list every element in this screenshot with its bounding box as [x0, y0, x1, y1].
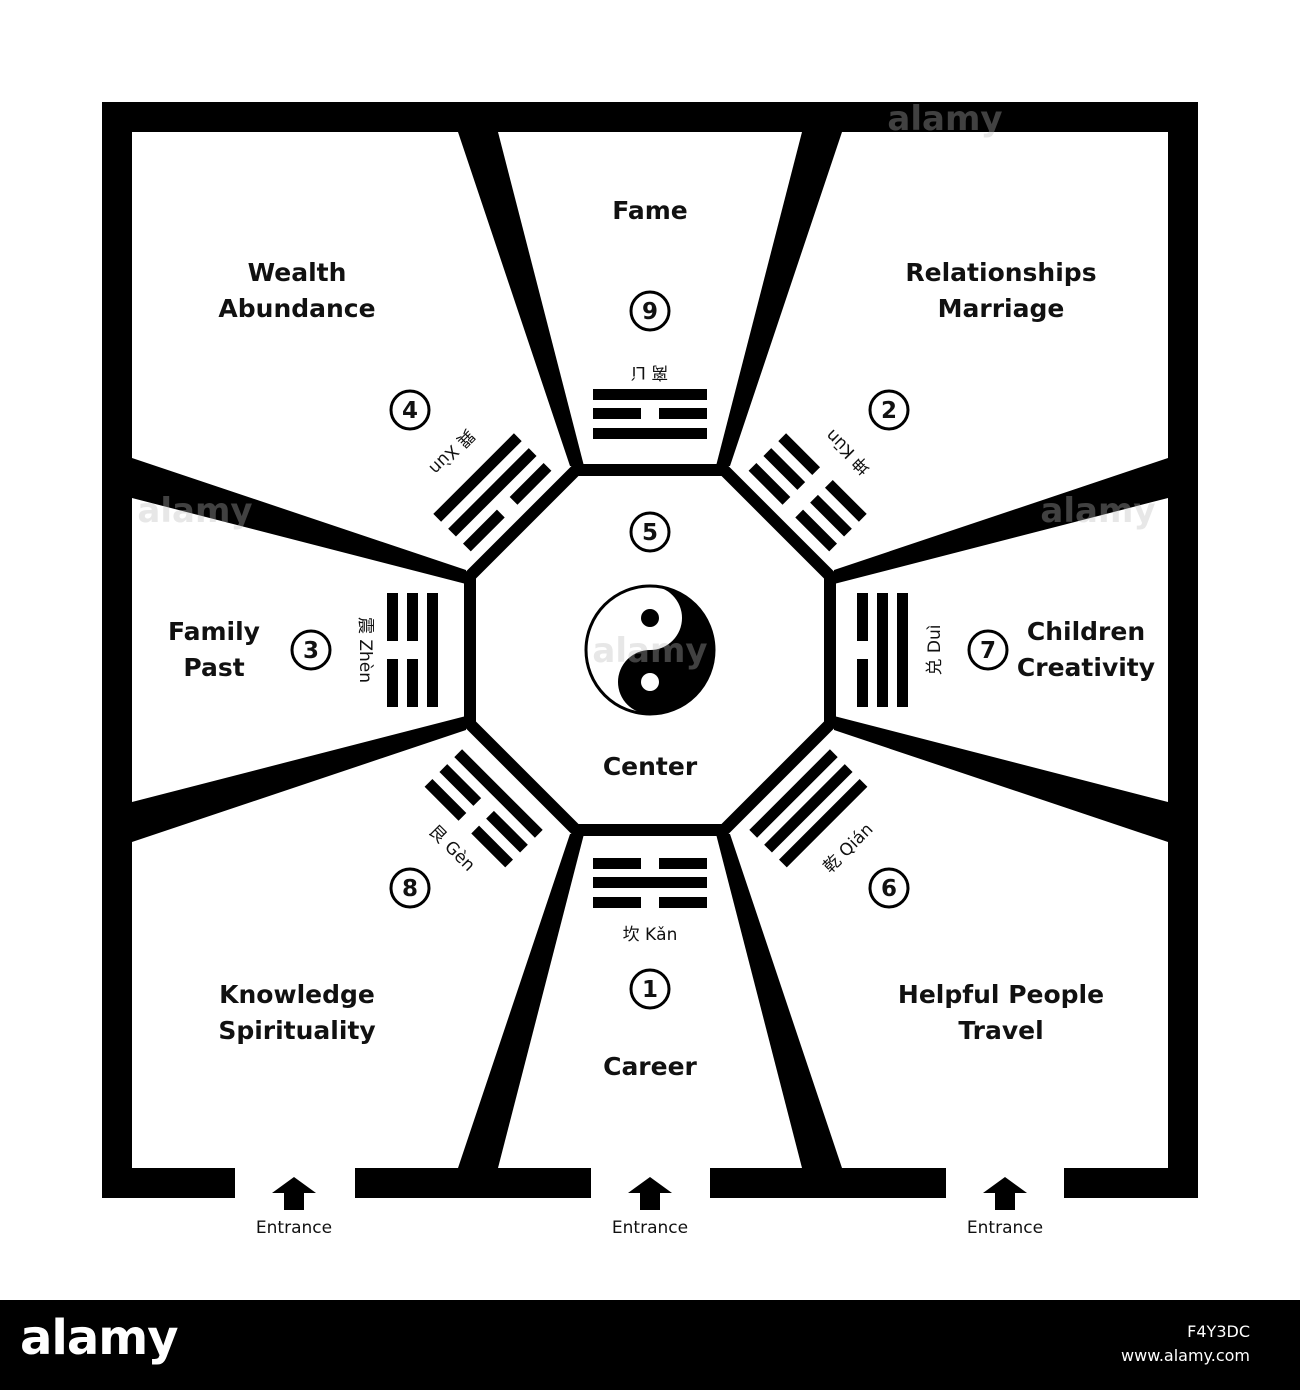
watermark: alamy: [1040, 491, 1155, 531]
area-numbers: 9 4 2 5 3 7 8 6: [290, 290, 1009, 1010]
watermarks: alamy alamy alamy alamy: [137, 99, 1155, 671]
family-label-line1: Family: [168, 617, 260, 646]
trigrams: [387, 389, 908, 908]
number-4: 4: [389, 389, 431, 431]
divider-top-left: [458, 132, 584, 466]
entrance-arrow-icon: [983, 1177, 1027, 1210]
children-label-line1: Children: [1027, 617, 1145, 646]
wall-bottom-segment-1: [102, 1168, 235, 1198]
fame-label: Fame: [612, 196, 688, 225]
bagua-floor-plan: 离 Lí 坎 Kǎn 震 Zhèn 兑 Duì 巽 Xùn 坤 Kūn 艮 Gè…: [102, 99, 1198, 1238]
room-dividers: [132, 132, 1168, 1168]
svg-text:2: 2: [881, 398, 897, 424]
number-3: 3: [290, 629, 332, 671]
center-label: Center: [603, 752, 698, 781]
svg-text:1: 1: [642, 977, 658, 1003]
helpful-label-line2: Travel: [958, 1016, 1043, 1045]
dui-name: 兑 Duì: [925, 625, 945, 676]
relationships-label-line2: Marriage: [938, 294, 1065, 323]
li-name: 离 Lí: [630, 362, 668, 382]
number-9: 9: [629, 290, 671, 332]
children-label-line2: Creativity: [1017, 653, 1155, 682]
number-2: 2: [868, 389, 910, 431]
divider-left-lower: [132, 716, 466, 842]
relationships-label-line1: Relationships: [905, 258, 1096, 287]
zhen-name: 震 Zhèn: [355, 617, 375, 683]
site-url: www.alamy.com: [1121, 1346, 1250, 1365]
knowledge-label-line1: Knowledge: [219, 980, 375, 1009]
entrance-label: Entrance: [256, 1218, 332, 1238]
knowledge-label-line2: Spirituality: [218, 1016, 375, 1045]
gen-trigram-icon: [424, 749, 543, 868]
entrances: Entrance Entrance Entrance: [256, 1177, 1043, 1238]
image-id-block: F4Y3DC www.alamy.com: [1121, 1320, 1250, 1368]
entrance-arrow-icon: [628, 1177, 672, 1210]
helpful-label-line1: Helpful People: [898, 980, 1104, 1009]
entrance-right: Entrance: [967, 1177, 1043, 1238]
qian-trigram-icon: [749, 749, 868, 868]
kan-name: 坎 Kǎn: [623, 925, 678, 945]
wealth-label-line2: Abundance: [218, 294, 375, 323]
xun-trigram-icon: [433, 433, 552, 552]
wall-bottom-segment-4: [1064, 1168, 1198, 1198]
dui-trigram-icon: [857, 593, 908, 707]
entrance-center: Entrance: [612, 1177, 688, 1238]
xun-name: 巽 Xùn: [425, 425, 478, 478]
yin-yang-icon: [584, 584, 716, 716]
entrance-label: Entrance: [967, 1218, 1043, 1238]
alamy-logo: alamy: [20, 1310, 179, 1366]
image-id: F4Y3DC: [1187, 1322, 1250, 1341]
divider-right-upper: [834, 458, 1168, 584]
career-label: Career: [603, 1052, 697, 1081]
svg-text:8: 8: [402, 876, 418, 902]
wall-bottom-segment-2: [355, 1168, 591, 1198]
svg-text:4: 4: [402, 398, 418, 424]
kan-trigram-icon: [593, 858, 707, 908]
svg-text:3: 3: [303, 638, 319, 664]
wall-bottom-segment-3: [710, 1168, 946, 1198]
area-labels: Fame Wealth Abundance Relationships Marr…: [168, 196, 1155, 1081]
zhen-trigram-icon: [387, 593, 438, 707]
divider-left-upper: [132, 458, 466, 584]
entrance-left: Entrance: [256, 1177, 332, 1238]
divider-right-lower: [834, 716, 1168, 842]
kun-name: 坤 Kūn: [822, 425, 875, 478]
stock-footer-bar: alamy F4Y3DC www.alamy.com: [0, 1300, 1300, 1390]
divider-top-right: [716, 132, 842, 466]
watermark: alamy: [887, 99, 1002, 139]
number-6: 6: [868, 867, 910, 909]
divider-bottom-left: [458, 834, 584, 1168]
number-5: 5: [629, 511, 671, 553]
qian-name: 乾 Qián: [820, 820, 878, 878]
family-label-line2: Past: [183, 653, 244, 682]
entrance-arrow-icon: [272, 1177, 316, 1210]
watermark: alamy: [592, 631, 707, 671]
number-7: 7: [967, 629, 1009, 671]
wall-top: [102, 102, 1198, 132]
svg-text:5: 5: [642, 520, 658, 546]
outer-walls: [102, 102, 1198, 1198]
svg-text:9: 9: [642, 299, 658, 325]
gen-name: 艮 Gèn: [424, 821, 478, 875]
wall-left: [102, 102, 132, 1198]
number-1: 1: [629, 968, 671, 1010]
svg-text:6: 6: [881, 876, 897, 902]
wealth-label-line1: Wealth: [248, 258, 347, 287]
li-trigram-icon: [593, 389, 707, 439]
number-8: 8: [389, 867, 431, 909]
watermark: alamy: [137, 491, 252, 531]
svg-text:7: 7: [980, 638, 996, 664]
entrance-label: Entrance: [612, 1218, 688, 1238]
wall-right: [1168, 102, 1198, 1198]
kun-trigram-icon: [748, 433, 867, 552]
divider-bottom-right: [716, 834, 842, 1168]
